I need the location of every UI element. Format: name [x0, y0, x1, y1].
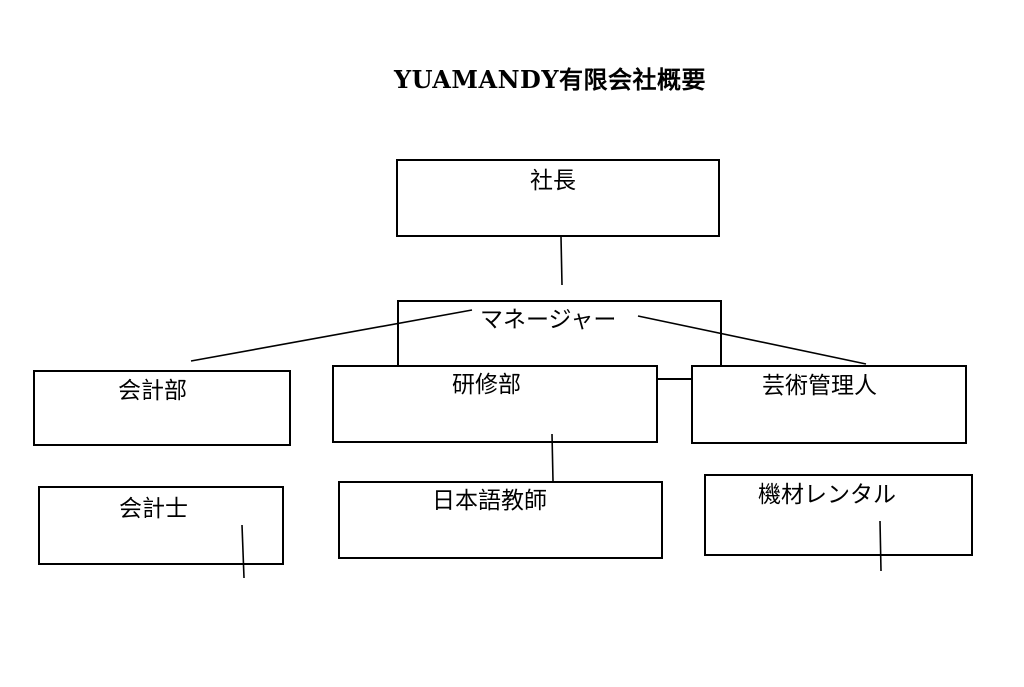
box-president — [396, 159, 720, 237]
label-accountant: 会計士 — [119, 496, 188, 522]
label-japanese-teacher: 日本語教師 — [432, 488, 547, 514]
box-equipment-rental — [704, 474, 973, 556]
box-art-management — [691, 365, 967, 444]
connector-rental-stub — [879, 520, 882, 572]
connector-manager-accounting — [190, 309, 473, 362]
page-title: YUAMANDY有限会社概要 — [393, 65, 706, 94]
box-japanese-teacher — [338, 481, 663, 559]
box-accounting-dept — [33, 370, 291, 446]
label-manager: マネージャー — [476, 309, 621, 332]
connector-manager-art — [637, 315, 867, 365]
connector-president-manager — [560, 236, 563, 286]
connector-training-teacher — [551, 433, 554, 482]
label-training-dept: 研修部 — [452, 372, 521, 398]
label-accounting-dept: 会計部 — [118, 378, 187, 404]
label-president: 社長 — [530, 168, 576, 194]
label-equipment-rental: 機材レンタル — [758, 482, 896, 508]
connector-accountant-stub — [241, 524, 245, 579]
box-training-dept — [332, 365, 658, 443]
label-art-management: 芸術管理人 — [762, 373, 877, 399]
